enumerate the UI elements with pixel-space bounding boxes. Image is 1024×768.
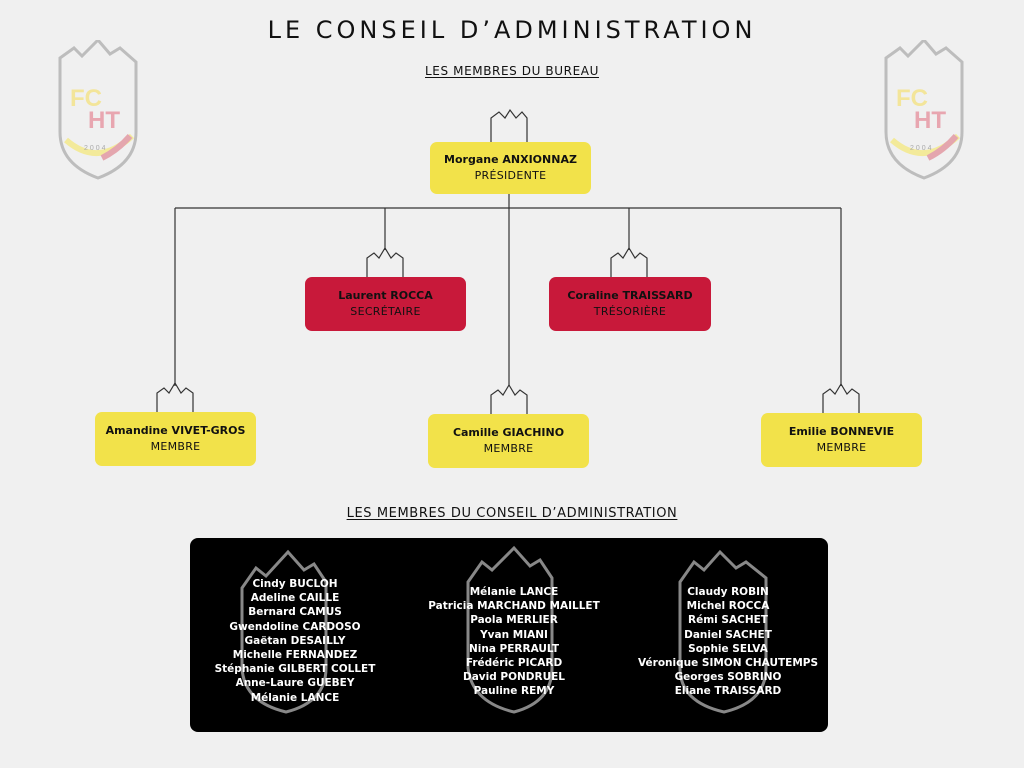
club-logo-right: FC HT 2004 [884, 40, 964, 180]
council-member: Gaëtan DESAILLY [244, 634, 346, 647]
svg-text:HT: HT [914, 107, 946, 134]
council-member: Michelle FERNANDEZ [232, 649, 358, 662]
member-right-name: Emilie BONNEVIE [788, 425, 895, 438]
svg-text:HT: HT [88, 107, 120, 134]
council-member: Sophie SELVA [688, 642, 768, 655]
council-member: Cindy BUCLOH [252, 578, 338, 590]
council-member: Patricia MARCHAND MAILLET [428, 600, 600, 613]
council-member: Daniel SACHET [684, 628, 772, 641]
president-name: Morgane ANXIONNAZ [444, 153, 577, 166]
council-panel: Cindy BUCLOH Adeline CAILLE Bernard CAMU… [190, 538, 828, 732]
treasurer-name: Coraline TRAISSARD [567, 289, 693, 302]
council-column-2: Mélanie LANCE Patricia MARCHAND MAILLET … [406, 538, 622, 732]
council-member: Rémi SACHET [688, 614, 768, 627]
council-member: Michel ROCCA [686, 600, 770, 613]
treasurer-box: Coraline TRAISSARD TRÉSORIÈRE [549, 277, 711, 331]
svg-text:2004: 2004 [84, 145, 108, 152]
council-member: Claudy ROBIN [687, 586, 769, 598]
badge-outline-icon [678, 549, 768, 714]
council-member: Yvan MIANI [480, 628, 548, 641]
council-member: Georges SOBRINO [674, 671, 782, 684]
member-right-role: MEMBRE [816, 441, 867, 454]
council-member: Mélanie LANCE [469, 586, 559, 598]
member-left-role: MEMBRE [150, 440, 201, 453]
member-center-name: Camille GIACHINO [452, 426, 565, 439]
svg-text:FC: FC [70, 85, 102, 112]
president-role: PRÉSIDENTE [474, 169, 547, 182]
council-member: Pauline REMY [473, 685, 555, 698]
secretary-role: SECRÉTAIRE [350, 305, 421, 318]
page-title: LE CONSEIL D’ADMINISTRATION [267, 16, 757, 44]
council-column-1: Cindy BUCLOH Adeline CAILLE Bernard CAMU… [190, 538, 400, 732]
council-member: Véronique SIMON CHAUTEMPS [637, 657, 819, 670]
council-member: Paola MERLIER [470, 614, 558, 627]
council-heading: LES MEMBRES DU CONSEIL D’ADMINISTRATION [346, 506, 678, 521]
member-left-name: Amandine VIVET-GROS [105, 424, 246, 437]
secretary-box: Laurent ROCCA SECRÉTAIRE [305, 277, 466, 331]
council-member: Eliane TRAISSARD [674, 685, 782, 698]
council-member: Anne-Laure GUEBEY [235, 677, 355, 690]
council-member: Adeline CAILLE [250, 592, 340, 605]
badge-outline-icon [466, 545, 554, 714]
council-column-3: Claudy ROBIN Michel ROCCA Rémi SACHET Da… [628, 538, 828, 732]
svg-text:2004: 2004 [910, 145, 934, 152]
council-member: Gwendoline CARDOSO [229, 620, 361, 633]
council-member: Bernard CAMUS [248, 606, 342, 619]
club-logo-left: FC HT 2004 [58, 40, 138, 180]
member-box-right: Emilie BONNEVIE MEMBRE [761, 413, 922, 467]
member-center-role: MEMBRE [483, 442, 534, 455]
secretary-name: Laurent ROCCA [338, 289, 433, 302]
svg-text:FC: FC [896, 85, 928, 112]
council-member: Frédéric PICARD [465, 657, 563, 670]
badge-outline-icon [240, 549, 328, 714]
treasurer-role: TRÉSORIÈRE [593, 305, 667, 318]
council-member: Mélanie LANCE [250, 691, 340, 704]
president-box: Morgane ANXIONNAZ PRÉSIDENTE [430, 142, 591, 194]
council-member: Stéphanie GILBERT COLLET [214, 663, 376, 676]
member-box-center: Camille GIACHINO MEMBRE [428, 414, 589, 468]
member-box-left: Amandine VIVET-GROS MEMBRE [95, 412, 256, 466]
council-member: David PONDRUEL [462, 671, 566, 684]
council-member: Nina PERRAULT [468, 642, 560, 655]
bureau-heading: LES MEMBRES DU BUREAU [425, 64, 599, 78]
